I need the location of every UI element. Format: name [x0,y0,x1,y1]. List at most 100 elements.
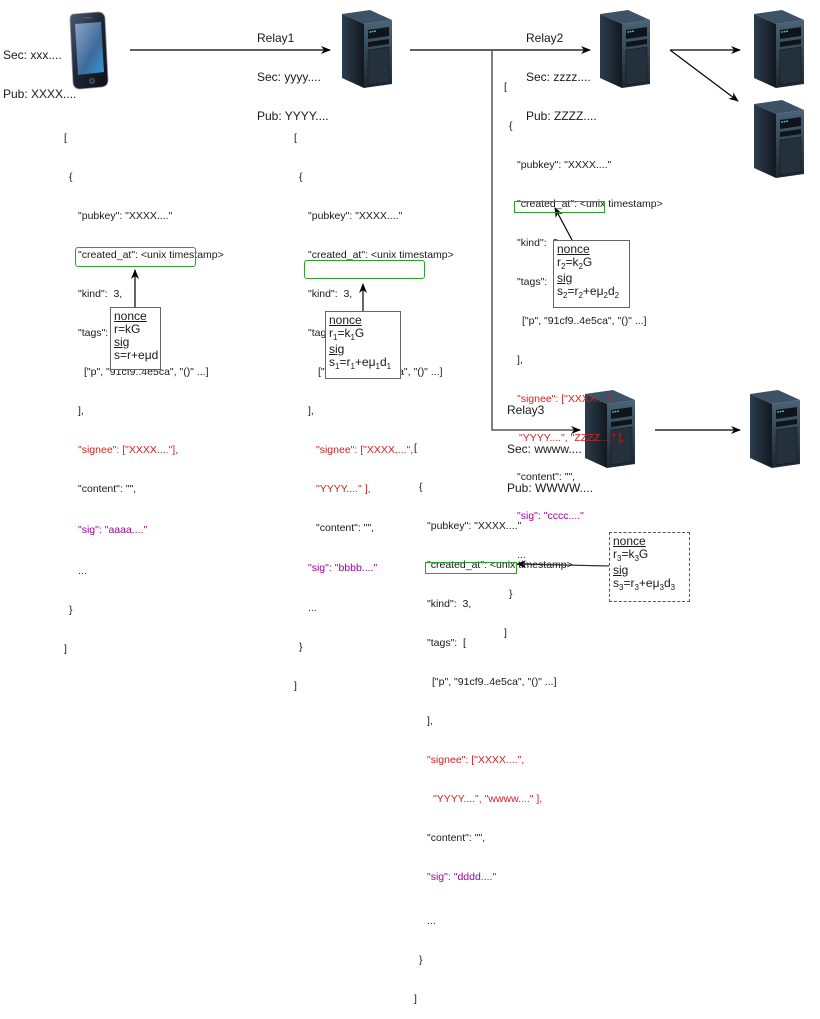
nonce-formula: r2=k2G [557,255,593,271]
sig-label: sig [613,563,629,577]
relay2-pub: Pub: ZZZZ.... [526,109,597,123]
json-signee: "signee": ["XXXX....", [316,444,414,456]
relay2-sec: Sec: zzzz.... [526,70,591,84]
sig-highlight-box-client [75,247,196,267]
json-signee-cont: "YYYY....", "ZZZZ...." ], [519,432,625,444]
json-sig: "sig": "aaaa...." [78,524,148,536]
connector-layer [130,46,741,569]
json-created-at: "created_at": <unix timestamp> [78,249,224,261]
nonce-label: nonce [613,534,646,548]
json-created-at: "created_at": <unix timestamp> [308,249,454,261]
json-ellipsis: ... [517,549,526,561]
relay1-pub: Pub: YYYY.... [257,109,329,123]
nonce-sig-note-relay3: nonce r3=k3G sig s3=r3+eμ3d3 [609,532,690,602]
arrow-relay2-to-server-b [669,49,739,102]
json-content: "content": "", [316,522,375,534]
json-tags-close: ], [308,405,314,417]
json-open-bracket: [ [414,442,417,454]
smartphone-icon [69,11,109,90]
client-keys: Sec: xxx.... Pub: XXXX.... [3,23,76,114]
json-ellipsis: ... [427,915,436,927]
relay1-server-icon [342,10,392,88]
json-signee: "signee": ["XXXX...."], [78,444,179,456]
json-tags: "tags": [ [427,637,466,649]
sig-highlight-box-relay2 [514,201,605,213]
json-kind: "kind": 3, [78,288,123,300]
json-signee: "signee": ["XXXX....", [427,754,525,766]
json-pubkey: "pubkey": "XXXX...." [308,210,403,222]
downstream-server-b-icon [754,100,804,178]
pointer-note3-to-sig [516,560,611,569]
nonce-sig-note-client: nonce r=kG sig s=r+eμd [110,307,161,370]
nonce-formula: r=kG [114,322,141,336]
json-signee: "signee": ["XXXX....", [517,393,615,405]
downstream-server-a-icon [754,10,804,88]
json-tags-close: ], [78,405,84,417]
nonce-formula: r1=k1G [329,326,365,342]
json-pubkey: "pubkey": "XXXX...." [78,210,173,222]
relay1-label: Relay1 Sec: yyyy.... Pub: YYYY.... [257,6,329,136]
relay3-server-icon [585,390,635,468]
json-ellipsis: ... [78,565,87,577]
json-tag-entry: ["p", "91cf9..4e5ca", "()" ...] [522,315,647,327]
relay2-server-icon [600,10,650,88]
relay2-name: Relay2 [526,31,564,45]
relay3-sec: Sec: wwww.... [507,442,582,456]
json-ellipsis: ... [308,602,317,614]
sig-label: sig [557,271,573,285]
json-signee-cont: "YYYY....", "wwww...." ], [433,793,543,805]
json-tags-close: ], [517,354,523,366]
sig-highlight-box-relay3 [425,562,517,574]
json-content: "content": "", [517,471,576,483]
relay1-name: Relay1 [257,31,295,45]
sig-formula: s3=r3+eμ3d3 [613,576,676,592]
nonce-label: nonce [329,313,362,327]
json-signee-cont: "YYYY...." ], [316,483,371,495]
sig-formula: s2=r2+eμ2d2 [557,284,620,300]
pointer-note2-to-sig [554,207,573,241]
relay3-pub: Pub: WWWW.... [507,481,593,495]
json-open-bracket: [ [64,132,67,144]
sig-formula: s1=r1+eμ1d1 [329,355,392,371]
json-open-bracket: [ [504,81,507,93]
json-sig: "sig": "bbbb...." [308,562,378,574]
json-open-brace: { [509,120,513,132]
downstream-server-c-icon [750,390,800,468]
json-close-brace: } [419,954,423,966]
json-close-bracket: ] [64,643,67,655]
nonce-sig-note-relay1: nonce r1=k1G sig s1=r1+eμ1d1 [325,311,401,379]
event-json-relay2: [ { "pubkey": "XXXX...." "created_at": <… [504,55,663,653]
sig-highlight-box-relay1 [304,260,425,279]
relay1-sec: Sec: yyyy.... [257,70,321,84]
json-sig: "sig": "cccc...." [517,510,584,522]
sig-label: sig [329,342,345,356]
json-tag-entry: ["p", "91cf9..4e5ca", "()" ...] [432,676,557,688]
relay3-name: Relay3 [507,403,545,417]
nonce-formula: r3=k3G [613,547,649,563]
sig-label: sig [114,335,130,349]
json-close-bracket: ] [414,993,417,1005]
event-json-client: [ { "pubkey": "XXXX...." "created_at": <… [64,106,224,669]
json-open-bracket: [ [294,132,297,144]
arrow-relay1-to-relay3 [491,50,581,434]
json-sig: "sig": "dddd...." [427,871,497,883]
client-pub: Pub: XXXX.... [3,87,77,101]
relay2-label: Relay2 Sec: zzzz.... Pub: ZZZZ.... [526,6,597,136]
json-kind: "kind": 3, [427,598,472,610]
nonce-sig-note-relay2: nonce r2=k2G sig s2=r2+eμ2d2 [553,240,630,308]
json-close-brace: } [509,588,513,600]
client-sec: Sec: xxx.... [3,48,62,62]
json-pubkey: "pubkey": "XXXX...." [517,159,612,171]
event-json-relay3: [ { "pubkey": "XXXX...." "created_at": <… [414,416,573,1019]
relay3-label: Relay3 Sec: wwww.... Pub: WWWW.... [507,378,593,508]
sig-formula: s=r+eμd [114,348,159,362]
json-content: "content": "", [427,832,486,844]
json-open-brace: { [69,171,73,183]
json-pubkey: "pubkey": "XXXX...." [427,520,522,532]
json-created-at: "created_at": <unix timestamp> [427,559,573,571]
nonce-label: nonce [557,242,590,256]
json-content: "content": "", [78,483,137,495]
json-close-brace: } [69,604,73,616]
json-open-brace: { [299,171,303,183]
json-open-brace: { [419,481,423,493]
